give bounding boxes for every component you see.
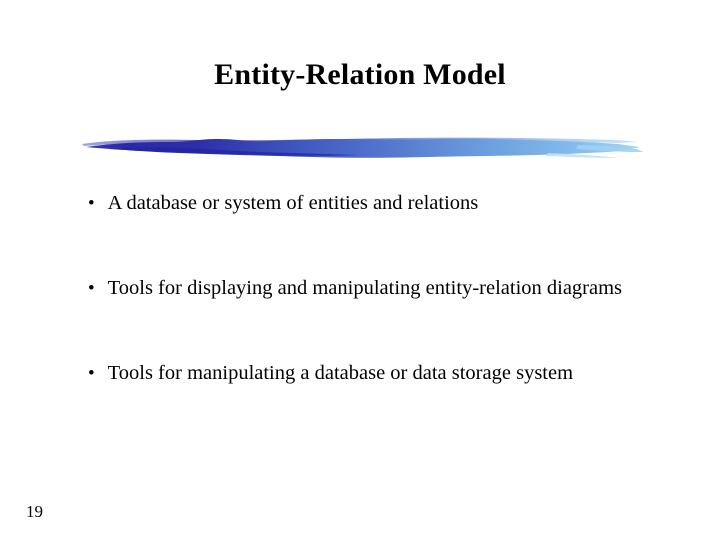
page-number: 19: [26, 502, 43, 521]
bullet-text: A database or system of entities and rel…: [107, 192, 479, 214]
bullet-item: • Tools for displaying and manipulating e…: [88, 273, 644, 304]
bullet-item: • A database or system of entities and re…: [88, 188, 644, 219]
slide-body: • A database or system of entities and re…: [88, 188, 644, 389]
bullet-marker-icon: •: [88, 193, 95, 214]
bullet-marker-icon: •: [88, 363, 95, 384]
brush-stroke-divider: [78, 126, 644, 168]
bullet-text: Tools for displaying and manipulating en…: [107, 277, 623, 299]
bullet-text: Tools for manipulating a database or dat…: [107, 362, 574, 384]
page-title: Entity-Relation Model: [214, 58, 506, 91]
bullet-item: • Tools for manipulating a database or da…: [88, 358, 644, 389]
bullet-marker-icon: •: [88, 278, 95, 299]
